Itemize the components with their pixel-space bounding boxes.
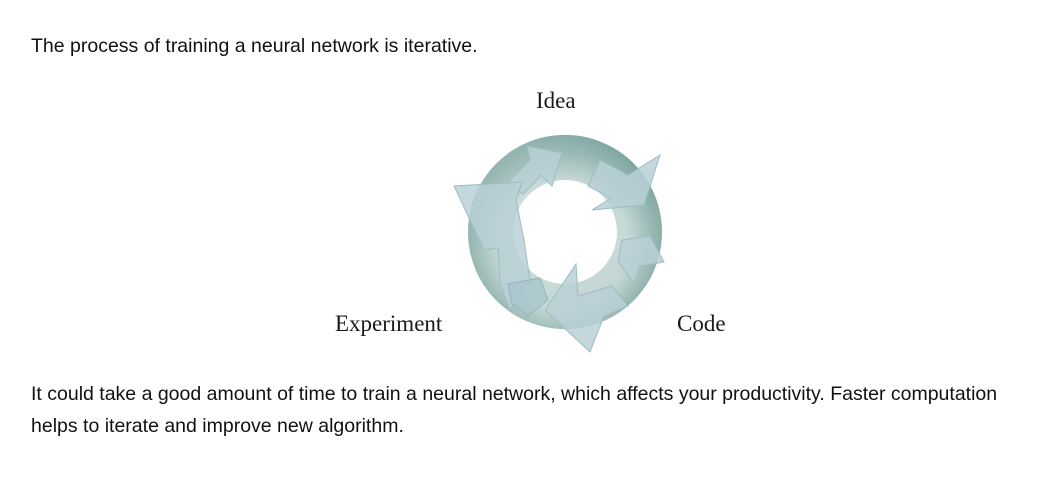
label-code: Code (677, 311, 726, 336)
cycle-arrow-lower-left (507, 277, 549, 317)
cycle-arrow-code (587, 153, 661, 211)
cycle-arrow-left (453, 181, 531, 312)
outro-paragraph: It could take a good amount of time to t… (31, 383, 998, 437)
cycle-arrow-experiment (544, 262, 629, 353)
label-experiment: Experiment (335, 311, 443, 336)
intro-paragraph: The process of training a neural network… (31, 35, 478, 57)
cycle-arrow-bottom-right (617, 235, 665, 285)
label-idea: Idea (536, 88, 576, 113)
